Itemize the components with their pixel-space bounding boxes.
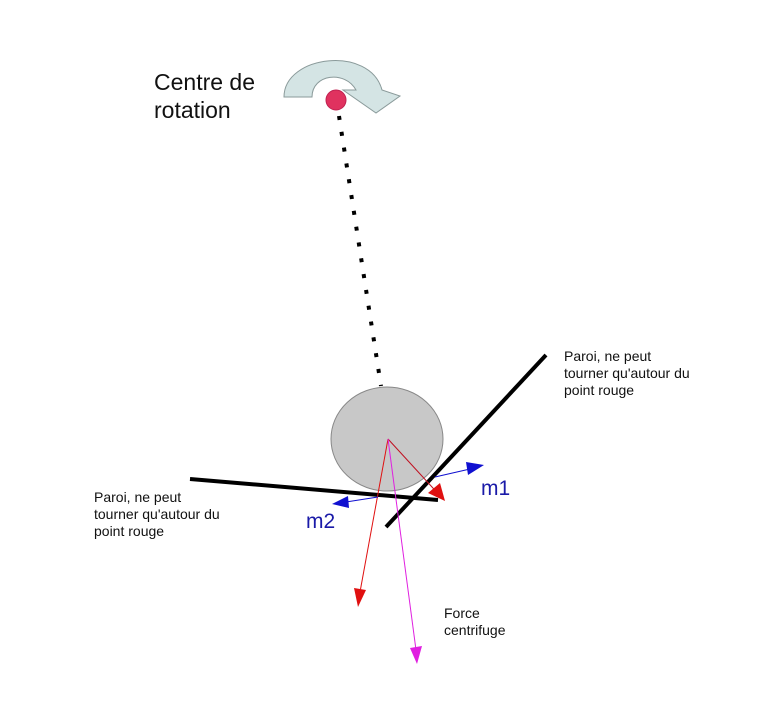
label-line: rotation: [154, 97, 231, 123]
label-line: Centre de: [154, 69, 256, 95]
force-tangent-arrow: [359, 438, 389, 593]
wall-left: [189, 477, 439, 502]
moment-m1-arrowhead: [466, 462, 484, 475]
moment-m1-arrow: [434, 468, 471, 478]
rotation-arrow-icon: [283, 60, 402, 114]
moment-m2-arrowhead: [332, 496, 349, 508]
m1-label: m1: [481, 477, 511, 500]
pivot-point: [325, 89, 347, 111]
label-line: Force: [444, 605, 480, 621]
label-line: Paroi, ne peut: [564, 348, 652, 364]
label-line: point rouge: [94, 523, 165, 539]
radius-dotted-line: [337, 115, 383, 387]
centrifugal-arrowhead: [410, 646, 422, 664]
force-normal-arrowhead: [428, 483, 445, 501]
label-line: Paroi, ne peut: [94, 489, 182, 505]
centrifugal-force-arrow: [387, 438, 417, 651]
center-rotation-label: Centre de rotation: [154, 68, 255, 124]
wall-left-label: Paroi, ne peut tourner qu'autour du poin…: [94, 489, 220, 540]
label-line: centrifuge: [444, 622, 506, 638]
centrifugal-force-label: Force centrifuge: [444, 605, 505, 639]
force-tangent-arrowhead: [354, 588, 366, 607]
m2-label: m2: [306, 510, 336, 533]
wall-right-label: Paroi, ne peut tourner qu'autour du poin…: [564, 348, 690, 399]
label-line: point rouge: [564, 382, 635, 398]
ball: [330, 386, 444, 492]
label-line: tourner qu'autour du: [94, 506, 220, 522]
moment-m2-arrow: [345, 496, 379, 503]
label-line: tourner qu'autour du: [564, 365, 690, 381]
